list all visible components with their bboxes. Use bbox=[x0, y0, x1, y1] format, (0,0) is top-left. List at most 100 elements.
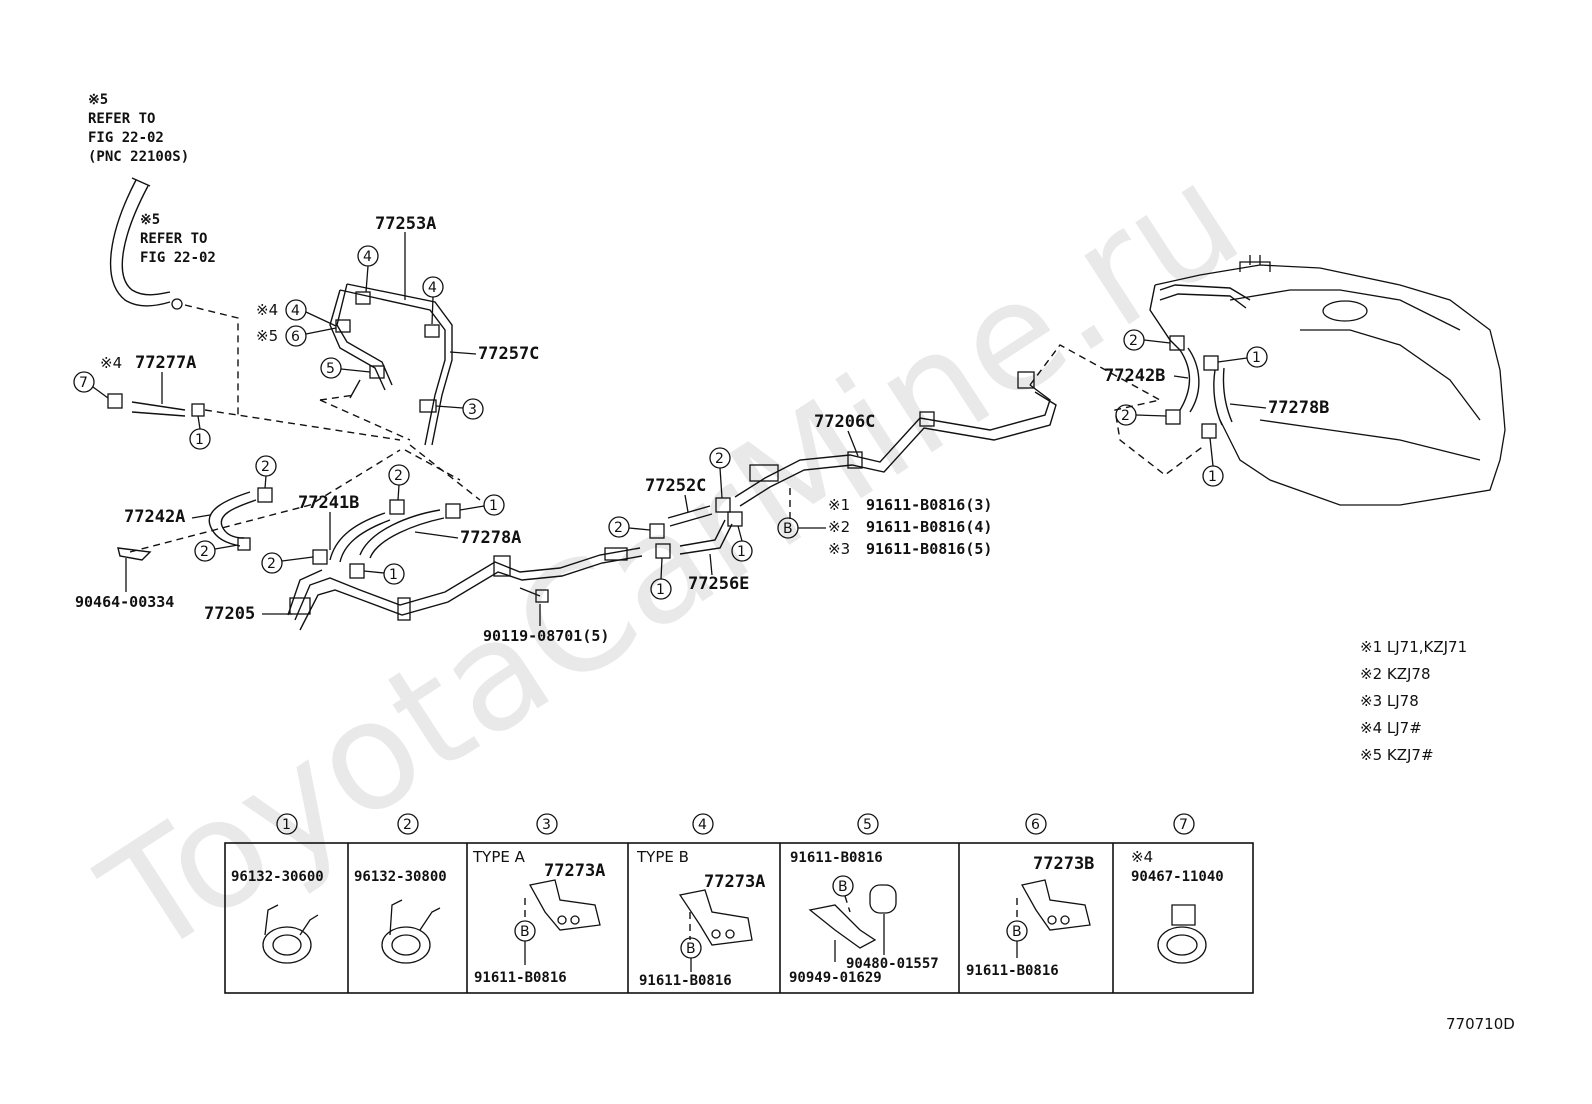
svg-text:5: 5 bbox=[326, 361, 335, 377]
svg-text:※2: ※2 bbox=[828, 518, 850, 536]
svg-text:77273B: 77273B bbox=[1033, 854, 1094, 874]
svg-text:2: 2 bbox=[1121, 408, 1130, 424]
mid-ref-line-3: FIG 22-02 bbox=[140, 250, 216, 266]
table-col-7: 7 ※4 90467-11040 bbox=[1131, 813, 1224, 964]
mid-ref-line-1: ※5 bbox=[140, 212, 160, 228]
part-77206C-label: 77206C bbox=[814, 412, 875, 432]
part-77277A: ※4 77277A 7 1 bbox=[73, 353, 211, 450]
bolt-callout-2: 91611-B0816(4) bbox=[866, 518, 992, 536]
figure-code: 770710D bbox=[1446, 1015, 1515, 1033]
part-77252C-label: 77252C bbox=[645, 476, 706, 496]
callout-prefix4-4: ※4 4 bbox=[256, 299, 337, 327]
svg-text:1: 1 bbox=[389, 567, 398, 583]
part-90119: 90119-08701(5) bbox=[483, 587, 609, 645]
svg-text:B: B bbox=[838, 879, 848, 895]
filler-hose-drawing bbox=[109, 177, 183, 310]
part-77278A-label: 77278A bbox=[460, 528, 521, 548]
part-77253A-label: 77253A bbox=[375, 214, 436, 234]
legend-item-4: ※4 LJ7# bbox=[1360, 719, 1422, 737]
clamp-parts-table: 1 96132-30600 2 96132-30800 3 TYPE A 772… bbox=[224, 813, 1254, 994]
top-ref-line-1: ※5 bbox=[88, 92, 108, 108]
svg-text:96132-30800: 96132-30800 bbox=[354, 869, 447, 885]
fuel-tank-drawing bbox=[1149, 255, 1506, 506]
svg-text:B: B bbox=[686, 941, 696, 957]
part-77241B-label: 77241B bbox=[298, 493, 359, 513]
mid-ref-line-2: REFER TO bbox=[140, 231, 207, 247]
table-col-1: 1 96132-30600 bbox=[231, 813, 324, 964]
svg-text:B: B bbox=[520, 924, 530, 940]
legend-item-1: ※1 LJ71,KZJ71 bbox=[1360, 638, 1467, 656]
bolt-callout-3: 91611-B0816(5) bbox=[866, 540, 992, 558]
svg-text:91611-B0816: 91611-B0816 bbox=[790, 850, 883, 866]
part-77278B: 77278B 1 1 bbox=[1201, 346, 1329, 487]
svg-text:TYPE A: TYPE A bbox=[472, 848, 526, 866]
top-ref-line-4: (PNC 22100S) bbox=[88, 149, 189, 165]
table-col-6: 6 77273B B 91611-B0816 bbox=[966, 813, 1094, 979]
part-77242B-label: 77242B bbox=[1104, 366, 1165, 386]
svg-text:91611-B0816: 91611-B0816 bbox=[639, 973, 732, 989]
bolt-callouts: B ※1 91611-B0816(3) ※2 91611-B0816(4) ※3… bbox=[777, 496, 992, 558]
svg-text:91611-B0816: 91611-B0816 bbox=[474, 970, 567, 986]
svg-text:90949-01629: 90949-01629 bbox=[789, 970, 882, 986]
part-77278A: 77278A 1 1 bbox=[349, 494, 521, 585]
svg-text:※3: ※3 bbox=[828, 540, 850, 558]
svg-text:※4: ※4 bbox=[100, 354, 122, 372]
variant-legend: ※1 LJ71,KZJ71 ※2 KZJ78 ※3 LJ78 ※4 LJ7# ※… bbox=[1360, 638, 1467, 764]
svg-text:96132-30600: 96132-30600 bbox=[231, 869, 324, 885]
svg-text:91611-B0816: 91611-B0816 bbox=[966, 963, 1059, 979]
svg-text:B: B bbox=[1012, 924, 1022, 940]
svg-text:6: 6 bbox=[291, 329, 300, 345]
svg-text:5: 5 bbox=[863, 817, 872, 833]
svg-text:7: 7 bbox=[1179, 817, 1188, 833]
svg-text:※4: ※4 bbox=[256, 301, 278, 319]
part-77242A: 77242A 2 2 bbox=[124, 455, 277, 562]
svg-text:B: B bbox=[783, 521, 793, 537]
svg-text:4: 4 bbox=[698, 817, 707, 833]
callout-3: 3 bbox=[435, 398, 484, 420]
svg-text:※5: ※5 bbox=[256, 327, 278, 345]
svg-text:90467-11040: 90467-11040 bbox=[1131, 869, 1224, 885]
part-77256E-label: 77256E bbox=[688, 574, 749, 594]
svg-text:90480-01557: 90480-01557 bbox=[846, 956, 939, 972]
table-col-4: 4 TYPE B 77273A B 91611-B0816 bbox=[636, 813, 765, 989]
legend-item-5: ※5 KZJ7# bbox=[1360, 746, 1434, 764]
part-90119-label: 90119-08701(5) bbox=[483, 627, 609, 645]
callout-4b: 4 bbox=[422, 276, 444, 325]
svg-text:77273A: 77273A bbox=[704, 872, 765, 892]
svg-text:2: 2 bbox=[403, 817, 412, 833]
table-col-2: 2 96132-30800 bbox=[354, 813, 447, 964]
svg-text:4: 4 bbox=[428, 280, 437, 296]
top-ref-line-2: REFER TO bbox=[88, 111, 155, 127]
clamp-icon bbox=[171, 298, 183, 310]
svg-text:1: 1 bbox=[656, 582, 665, 598]
svg-text:4: 4 bbox=[363, 249, 372, 265]
svg-text:2: 2 bbox=[394, 468, 403, 484]
svg-text:2: 2 bbox=[267, 556, 276, 572]
part-90464: 90464-00334 bbox=[75, 547, 174, 611]
svg-text:3: 3 bbox=[468, 402, 477, 418]
svg-text:4: 4 bbox=[291, 303, 300, 319]
svg-text:1: 1 bbox=[1252, 350, 1261, 366]
part-77242A-label: 77242A bbox=[124, 507, 185, 527]
svg-text:1: 1 bbox=[195, 432, 204, 448]
part-77257C-label: 77257C bbox=[478, 344, 539, 364]
table-col-3: 3 TYPE A 77273A B 91611-B0816 bbox=[472, 813, 605, 986]
svg-text:2: 2 bbox=[200, 544, 209, 560]
callout-prefix5-6: ※5 6 bbox=[256, 325, 337, 347]
svg-text:3: 3 bbox=[542, 817, 551, 833]
svg-text:2: 2 bbox=[1129, 333, 1138, 349]
svg-text:7: 7 bbox=[79, 375, 88, 391]
table-col-5: 5 91611-B0816 B 90480-01557 90949-01629 bbox=[789, 813, 939, 986]
part-90464-label: 90464-00334 bbox=[75, 593, 174, 611]
svg-text:※1: ※1 bbox=[828, 496, 850, 514]
callout-5: 5 bbox=[320, 357, 371, 379]
svg-text:2: 2 bbox=[614, 520, 623, 536]
part-77205: 77205 bbox=[204, 547, 643, 631]
svg-text:1: 1 bbox=[489, 498, 498, 514]
svg-text:1: 1 bbox=[282, 817, 291, 833]
mid-reference-note: ※5 REFER TO FIG 22-02 bbox=[140, 212, 216, 266]
svg-text:1: 1 bbox=[1208, 469, 1217, 485]
part-77256E: 77256E 1 1 bbox=[650, 511, 753, 600]
